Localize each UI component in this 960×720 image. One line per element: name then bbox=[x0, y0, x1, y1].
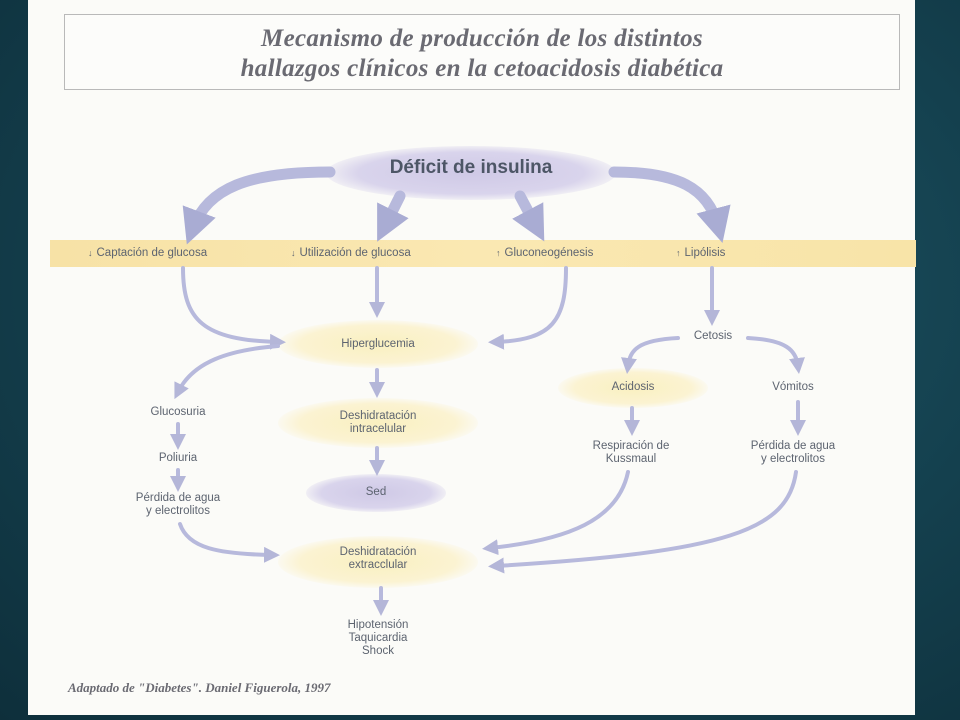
node-sed: Sed bbox=[365, 486, 387, 498]
arrow-kussmaul-deshid-extra bbox=[482, 470, 630, 556]
source-credit: Adaptado de "Diabetes". Daniel Figuerola… bbox=[68, 680, 331, 695]
arrow-gluconeogenesis-hiperglucemia bbox=[488, 266, 568, 350]
node-perdida-left-2: y electrolitos bbox=[146, 505, 210, 517]
slide: Mecanismo de producción de los distintos… bbox=[28, 0, 916, 715]
band-label-lipolisis: Lipólisis bbox=[684, 247, 726, 259]
title-box: Mecanismo de producción de los distintos… bbox=[64, 14, 900, 90]
node-perdida-left-1: Pérdida de agua bbox=[135, 492, 221, 504]
band-label-captacion: Captación de glucosa bbox=[96, 247, 208, 259]
node-poliuria: Poliuria bbox=[158, 452, 198, 464]
band-item-captacion: ↓Captación de glucosa bbox=[88, 247, 207, 259]
title-line-1: Mecanismo de producción de los distintos bbox=[261, 25, 703, 52]
deshid-extra-bg bbox=[278, 536, 478, 588]
arrow-captacion-hiperglucemia bbox=[181, 266, 286, 350]
band-label-utilizacion: Utilización de glucosa bbox=[299, 247, 411, 259]
central-node-label: Déficit de insulina bbox=[389, 157, 553, 178]
central-node-bg bbox=[326, 146, 616, 200]
hiperglucemia-bg bbox=[278, 320, 478, 368]
arrow-perdida-right-deshid-extra bbox=[488, 470, 798, 574]
title-line-2: hallazgos clínicos en la cetoacidosis di… bbox=[240, 55, 724, 82]
up-arrow-icon: ↑ bbox=[496, 248, 501, 258]
arrow-perdida-deshid-extra bbox=[178, 522, 280, 563]
node-kussmaul-1: Respiración de bbox=[592, 440, 670, 452]
metabolic-band bbox=[50, 240, 916, 267]
node-deshid-extra-1: Deshidratación bbox=[339, 546, 417, 558]
node-deshid-intra-2: intracelular bbox=[349, 423, 407, 435]
sed-bg bbox=[306, 474, 446, 512]
node-cetosis: Cetosis bbox=[693, 330, 733, 342]
node-kussmaul-2: Kussmaul bbox=[605, 453, 657, 465]
arrow-hiperglucemia-glucosuria bbox=[174, 344, 280, 400]
down-arrow-icon: ↓ bbox=[88, 248, 93, 258]
acidosis-bg bbox=[558, 368, 708, 408]
band-item-gluconeogenesis: ↑Gluconeogénesis bbox=[496, 247, 593, 259]
node-perdida-right-2: y electrolitos bbox=[761, 453, 825, 465]
deshid-intra-bg bbox=[278, 398, 478, 448]
node-deshid-extra-2: extracclular bbox=[348, 559, 408, 571]
node-outcome-3: Shock bbox=[362, 645, 394, 657]
band-label-gluconeogenesis: Gluconeogénesis bbox=[504, 247, 594, 259]
arrow-cetosis-acidosis bbox=[621, 336, 680, 374]
arrow-cetosis-vomitos bbox=[746, 336, 805, 374]
arrow-to-gluconeogenesis bbox=[512, 190, 545, 242]
node-perdida-right-1: Pérdida de agua bbox=[750, 440, 836, 452]
node-outcome-2: Taquicardia bbox=[348, 632, 408, 644]
arrow-to-utilizacion bbox=[377, 190, 409, 242]
band-item-utilizacion: ↓Utilización de glucosa bbox=[291, 247, 411, 259]
node-vomitos: Vómitos bbox=[772, 381, 814, 393]
node-deshid-intra-1: Deshidratación bbox=[339, 410, 417, 422]
arrow-to-lipolisis bbox=[608, 166, 731, 244]
node-hiperglucemia: Hiperglucemia bbox=[341, 338, 415, 350]
node-outcome-1: Hipotensión bbox=[347, 619, 409, 631]
down-arrow-icon: ↓ bbox=[291, 248, 296, 258]
node-glucosuria: Glucosuria bbox=[150, 406, 206, 418]
band-item-lipolisis: ↑Lipólisis bbox=[676, 247, 725, 259]
arrow-to-captacion bbox=[182, 166, 336, 245]
node-acidosis: Acidosis bbox=[611, 381, 655, 393]
flow-arrows bbox=[170, 166, 806, 616]
up-arrow-icon: ↑ bbox=[676, 248, 681, 258]
